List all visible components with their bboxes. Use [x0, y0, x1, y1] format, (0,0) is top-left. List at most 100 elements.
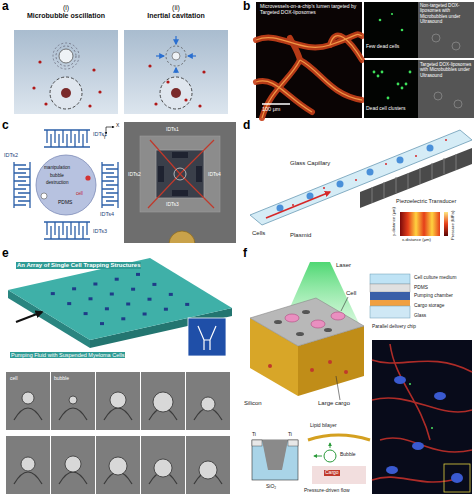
annotation-label: Cargo storage	[414, 303, 444, 309]
capillary-schematic-part	[355, 179, 357, 181]
delivery-platform-schematic-part	[331, 312, 345, 320]
annotation-label: Pressure (MPa)	[451, 211, 456, 240]
cavitation-schematic-part	[156, 55, 164, 56]
trap-array-schematic-part-part	[126, 303, 130, 306]
delivery-platform-schematic-part	[341, 297, 348, 311]
micrograph-sequence-part	[51, 372, 95, 430]
pore-detail-part	[314, 456, 322, 457]
annotation-label: Non-targeted DOX-liposomes with Microbub…	[420, 3, 472, 24]
delivery-platform-schematic	[250, 262, 364, 400]
annotation-label: Ti	[252, 432, 256, 438]
cavitation-schematic-part	[188, 55, 196, 56]
device-photo-part	[174, 168, 186, 180]
delivery-platform-schematic-part	[302, 310, 310, 314]
trap-array-schematic-part-part	[93, 283, 97, 286]
panel-letter: c	[2, 119, 9, 133]
fluorescence-image-part	[372, 344, 472, 482]
device-photo-part	[140, 136, 220, 212]
micrograph-sequence-part-part	[153, 392, 173, 412]
micrograph-sequence-part-part	[110, 392, 126, 408]
panel-letter: f	[243, 247, 247, 261]
pore-detail-part	[330, 443, 331, 448]
micrograph-sequence-part	[14, 408, 222, 484]
annotation-label: Dead cell clusters	[366, 106, 405, 112]
idt-schematic-part	[106, 127, 107, 134]
annotation-label: Pressure-driven flow	[304, 488, 350, 494]
fluorescence-images-part	[454, 100, 462, 108]
microvessel-image-part-part	[300, 60, 362, 100]
microvessel-image-part-part	[330, 36, 362, 60]
fluorescence-images-part	[418, 2, 474, 58]
trap-array-schematic-part-part	[121, 317, 125, 320]
fluorescence-images-part	[381, 71, 384, 74]
fluorescence-images-part	[432, 34, 440, 42]
micrograph-sequence-part	[6, 372, 50, 430]
fluorescence-image-part	[444, 464, 470, 492]
pore-detail-part	[288, 440, 298, 446]
annotation-label: Cells	[252, 230, 265, 237]
idt-schematic-part	[41, 193, 47, 199]
annotation-label: IDTs1	[166, 127, 179, 133]
trap-array-schematic-part-part	[115, 278, 119, 281]
trap-array-schematic-part-part	[164, 308, 168, 311]
fluorescence-image-part-part	[372, 360, 472, 372]
annotation-label: Y	[103, 135, 106, 141]
annotation-label: IDTs3	[166, 202, 179, 208]
annotation-label: X	[116, 123, 119, 129]
fluorescence-images-part	[373, 71, 376, 74]
pore-detail-part	[252, 440, 262, 446]
capillary-schematic-part	[250, 130, 472, 225]
trap-array-schematic-part-part	[110, 293, 114, 296]
device-photo	[124, 122, 236, 243]
trap-array-schematic-part-part	[51, 292, 55, 295]
annotation-label: Pumping chamber	[414, 293, 453, 299]
panel-title: Microbubble oscillation	[14, 12, 118, 20]
micrograph-sequence-part-part	[14, 408, 42, 420]
annotation-label: manipulation	[44, 165, 70, 170]
trap-array-schematic-part-part	[67, 302, 71, 305]
cavitation-schematic-part	[198, 104, 201, 107]
annotation-label: PDMS	[414, 285, 428, 291]
annotation-label: 100 μm	[262, 106, 280, 112]
annotation-label: Targeted DOX-liposomes with Microbubbles…	[420, 62, 472, 78]
micrograph-sequence-part-part	[65, 456, 81, 472]
fluorescence-images-part	[391, 13, 393, 15]
capillary-schematic-part	[367, 169, 374, 176]
fluorescence-images-part	[409, 71, 412, 74]
idt-schematic-part	[102, 162, 118, 208]
micrograph-sequence-part-part	[59, 472, 87, 484]
annotation-label: Cell	[346, 290, 356, 297]
cavitation-schematic-part	[124, 30, 228, 114]
capillary-schematic-part	[292, 204, 294, 206]
trap-array-schematic-part-part	[105, 307, 109, 310]
parallel-chip	[370, 274, 410, 318]
cavitation-schematic-part	[160, 77, 192, 109]
panel-box: (ii)Inertial cavitation	[124, 4, 228, 28]
panel-number: (ii)	[124, 4, 228, 12]
fluorescence-images-part	[401, 29, 404, 32]
pore-detail-part	[324, 450, 336, 462]
device-photo-part	[172, 152, 188, 158]
annotation-label: Parallel delivery chip	[372, 324, 416, 330]
cavitation-schematic-part	[166, 80, 169, 83]
capillary-schematic-part	[337, 181, 344, 188]
capillary-schematic-part	[397, 157, 404, 164]
idt-schematic-part	[14, 162, 30, 208]
annotation-label: y-distance (μm)	[392, 207, 397, 236]
delivery-platform-schematic-part	[285, 314, 299, 322]
microvessel-image-part	[256, 34, 362, 118]
cavitation-schematic-part	[154, 102, 157, 105]
annotation-label: IDTs4	[100, 211, 114, 217]
micrograph-sequence-part	[141, 436, 185, 494]
micrograph-sequence-part	[51, 436, 95, 494]
microvessel-image-part	[256, 2, 362, 118]
idt-schematic	[14, 127, 118, 239]
parallel-chip-part	[370, 300, 410, 306]
fluorescence-image-part-part	[372, 398, 472, 412]
capillary-schematic-part	[444, 212, 448, 236]
annotation-label: SiO₂	[266, 484, 276, 490]
panel-title: Inertial cavitation	[124, 12, 228, 20]
annotation-label: Pumping Fluid with Suspended Myeloma Cel…	[10, 352, 125, 358]
trap-array-schematic-part-part	[100, 322, 104, 325]
